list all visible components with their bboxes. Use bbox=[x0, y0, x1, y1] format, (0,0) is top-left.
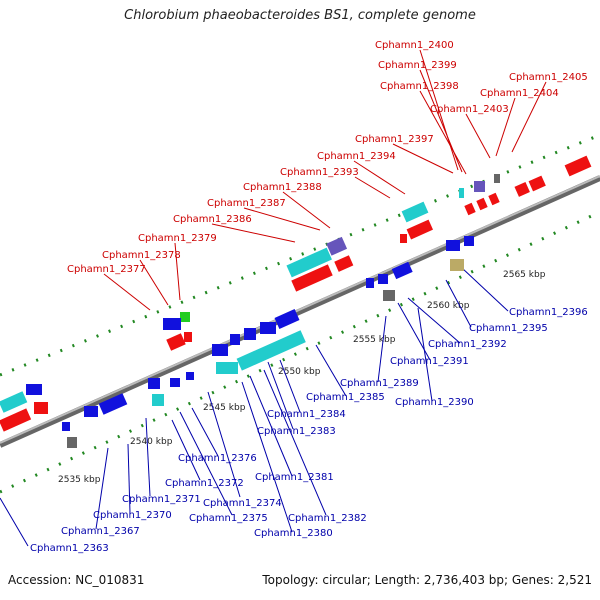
gene-label[interactable]: Cphamn1_2382 bbox=[288, 513, 367, 524]
top-strand-genes bbox=[0, 155, 592, 432]
bottom-gene-labels: Cphamn1_2396 Cphamn1_2395 Cphamn1_2392 C… bbox=[30, 307, 588, 554]
genome-backbone bbox=[0, 175, 600, 448]
gene-label[interactable]: Cphamn1_2374 bbox=[203, 498, 282, 509]
gene-label[interactable]: Cphamn1_2380 bbox=[254, 528, 333, 539]
gene-label[interactable]: Cphamn1_2371 bbox=[122, 494, 201, 505]
gene-label[interactable]: Cphamn1_2372 bbox=[165, 478, 244, 489]
gene-label[interactable]: Cphamn1_2388 bbox=[243, 182, 322, 193]
gene-label[interactable]: Cphamn1_2363 bbox=[30, 543, 109, 554]
lower-tick-row bbox=[0, 210, 600, 494]
gene-label[interactable]: Cphamn1_2397 bbox=[355, 134, 434, 145]
gene-label[interactable]: Cphamn1_2384 bbox=[267, 409, 346, 420]
top-gene-labels: Cphamn1_2400 Cphamn1_2399 Cphamn1_2398 C… bbox=[67, 40, 588, 275]
gene-label[interactable]: Cphamn1_2390 bbox=[395, 397, 474, 408]
scale-label: 2540 kbp bbox=[130, 437, 173, 447]
gene-label[interactable]: Cphamn1_2385 bbox=[306, 392, 385, 403]
bottom-strand-genes bbox=[62, 236, 474, 448]
gene-label[interactable]: Cphamn1_2399 bbox=[378, 60, 457, 71]
gene-label[interactable]: Cphamn1_2404 bbox=[480, 88, 559, 99]
gene-label[interactable]: Cphamn1_2381 bbox=[255, 472, 334, 483]
gene-label[interactable]: Cphamn1_2391 bbox=[390, 356, 469, 367]
gene-label[interactable]: Cphamn1_2393 bbox=[280, 167, 359, 178]
scale-label: 2535 kbp bbox=[58, 475, 101, 485]
gene-label[interactable]: Cphamn1_2386 bbox=[173, 214, 252, 225]
scale-label: 2565 kbp bbox=[503, 270, 546, 280]
accession-text: Accession: NC_010831 bbox=[8, 573, 145, 587]
gene-label[interactable]: Cphamn1_2403 bbox=[430, 104, 509, 115]
bottom-leader-lines bbox=[0, 267, 509, 547]
gene-label[interactable]: Cphamn1_2387 bbox=[207, 198, 286, 209]
gene-label[interactable]: Cphamn1_2389 bbox=[340, 378, 419, 389]
genome-summary-text: Topology: circular; Length: 2,736,403 bp… bbox=[262, 573, 592, 587]
gene-label[interactable]: Cphamn1_2383 bbox=[257, 426, 336, 437]
gene-label[interactable]: Cphamn1_2396 bbox=[509, 307, 588, 318]
map-title: Chlorobium phaeobacteroides BS1, complet… bbox=[124, 8, 476, 23]
gene-label[interactable]: Cphamn1_2379 bbox=[138, 233, 217, 244]
genome-backbone-highlight bbox=[0, 175, 600, 444]
top-leader-lines bbox=[103, 49, 547, 311]
gene-label[interactable]: Cphamn1_2367 bbox=[61, 526, 140, 537]
gene-label[interactable]: Cphamn1_2405 bbox=[509, 72, 588, 83]
scale-label: 2545 kbp bbox=[203, 403, 246, 413]
gene-label[interactable]: Cphamn1_2400 bbox=[375, 40, 454, 51]
gene-label[interactable]: Cphamn1_2395 bbox=[469, 323, 548, 334]
gene-label[interactable]: Cphamn1_2377 bbox=[67, 264, 146, 275]
scale-label: 2550 kbp bbox=[278, 367, 321, 377]
gene-label[interactable]: Cphamn1_2394 bbox=[317, 151, 396, 162]
gene-label[interactable]: Cphamn1_2375 bbox=[189, 513, 268, 524]
gene-label[interactable]: Cphamn1_2392 bbox=[428, 339, 507, 350]
gene-label[interactable]: Cphamn1_2376 bbox=[178, 453, 257, 464]
gene-label[interactable]: Cphamn1_2398 bbox=[380, 81, 459, 92]
gene-label[interactable]: Cphamn1_2378 bbox=[102, 250, 181, 261]
scale-label: 2560 kbp bbox=[427, 301, 470, 311]
gene-label[interactable]: Cphamn1_2370 bbox=[93, 510, 172, 521]
scale-label: 2555 kbp bbox=[353, 335, 396, 345]
